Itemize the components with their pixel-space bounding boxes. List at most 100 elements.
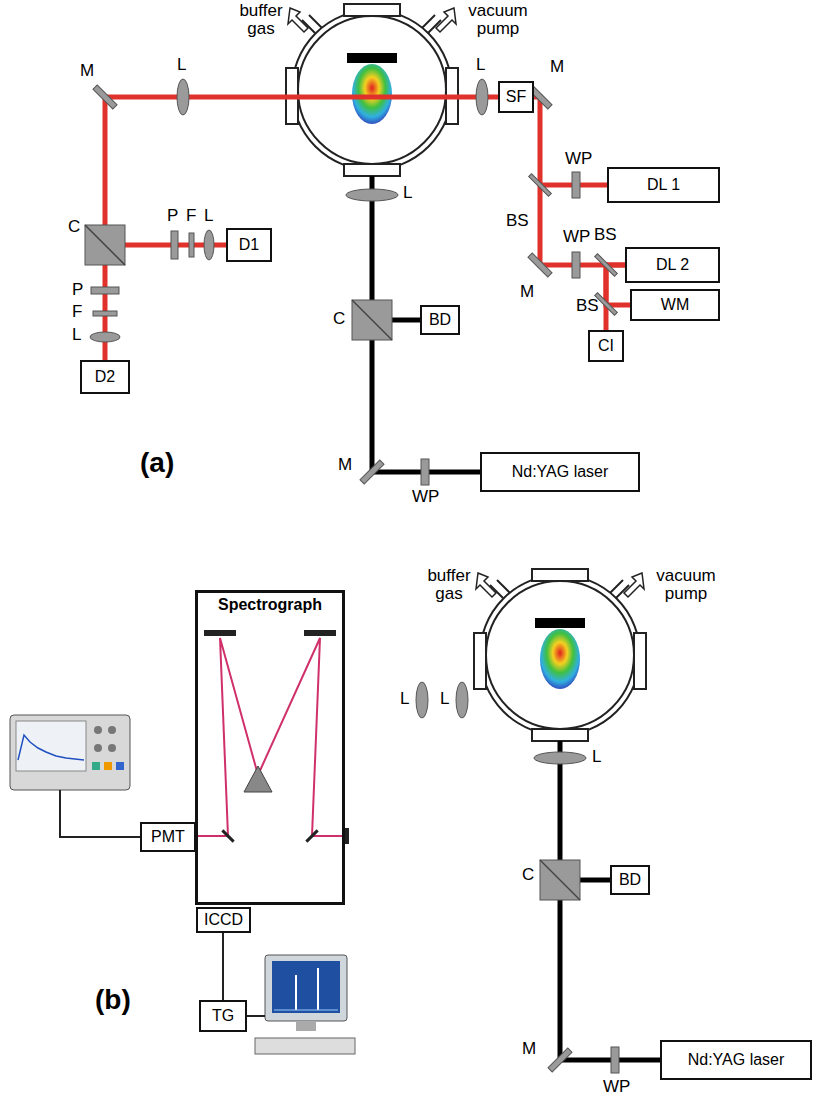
vacuum-chamber	[532, 729, 588, 741]
vacuum-chamber	[634, 633, 646, 689]
optics	[189, 233, 194, 257]
part-label: M	[80, 62, 94, 80]
part-label: C	[522, 866, 534, 884]
optics	[476, 79, 488, 115]
vacuum-chamber	[344, 4, 400, 16]
optics	[540, 860, 580, 900]
spectrograph-box: Spectrograph	[195, 590, 345, 905]
part-label: L	[177, 56, 186, 74]
instrument-box: CI	[588, 330, 624, 362]
part-label: L	[403, 184, 412, 202]
vacuum-chamber	[532, 569, 588, 581]
optics	[85, 79, 617, 485]
instrument-box: BD	[610, 865, 650, 895]
computer	[255, 1038, 355, 1054]
gas-arrows	[288, 8, 308, 32]
instrument-box: PMT	[140, 822, 196, 852]
cube-diagonal	[85, 225, 392, 340]
part-label: M	[338, 456, 352, 474]
part-label: L	[440, 690, 449, 708]
vacuum-chamber	[298, 16, 446, 164]
part-label: vacuum pump	[646, 567, 726, 603]
box-label: DL 2	[656, 256, 689, 274]
optics	[91, 287, 119, 294]
probe-beam	[105, 97, 608, 360]
optics	[611, 1047, 619, 1073]
vacuum-chamber	[292, 10, 452, 170]
box-label: Nd:YAG laser	[512, 463, 609, 481]
part-label: L	[592, 748, 601, 766]
probe-beam	[105, 97, 498, 245]
instrument-box: TG	[199, 1000, 247, 1032]
part-label: C	[333, 310, 345, 328]
instrument-box: DL 1	[607, 167, 720, 203]
spectrograph-optics	[192, 630, 349, 844]
vacuum-chamber	[486, 581, 634, 729]
spectrograph-optics	[244, 766, 272, 792]
cube-diagonal	[352, 300, 392, 340]
gas-arrows	[288, 8, 456, 32]
instrument-box: BD	[420, 305, 460, 335]
computer	[265, 955, 347, 1021]
cube-diagonal	[85, 225, 125, 265]
oscilloscope	[18, 735, 84, 760]
gas-arrows	[476, 573, 496, 597]
target	[535, 618, 585, 628]
cube-diagonal	[540, 860, 580, 900]
part-label: L	[204, 207, 213, 225]
box-label: BD	[619, 871, 641, 889]
optics	[529, 174, 552, 197]
computer	[295, 975, 297, 1010]
optics	[572, 252, 580, 278]
part-label: P	[72, 281, 83, 299]
optics	[534, 752, 586, 764]
part-label: BS	[594, 226, 617, 244]
vacuum-chamber	[610, 580, 623, 593]
vacuum-chamber	[497, 580, 510, 593]
optics	[456, 682, 468, 718]
vacuum-chamber	[309, 15, 322, 28]
spectrograph-optics	[221, 829, 234, 842]
computer	[272, 961, 340, 1013]
part-label: WP	[563, 228, 590, 246]
oscilloscope	[10, 715, 130, 790]
gas-arrows	[624, 573, 644, 597]
oscilloscope	[108, 726, 116, 734]
vacuum-chamber	[344, 164, 400, 176]
vacuum-chamber	[474, 633, 486, 689]
beam-connector	[372, 320, 480, 472]
part-label: L	[72, 326, 81, 344]
spectrograph-optics	[204, 630, 236, 636]
vacuum-chamber	[480, 575, 640, 735]
beam-connector	[560, 880, 660, 1060]
instrument-box: Nd:YAG laser	[660, 1040, 812, 1080]
part-label: buffer gas	[232, 2, 290, 38]
instrument-box: DL 2	[625, 247, 720, 283]
oscilloscope	[16, 721, 86, 771]
oscilloscope	[94, 744, 102, 752]
gas-arrows	[436, 8, 456, 32]
optics	[595, 254, 618, 277]
optics	[85, 225, 125, 265]
gas-arrows	[476, 573, 644, 597]
part-label: WP	[603, 1078, 630, 1096]
instrument-box: D2	[80, 360, 130, 394]
part-label: buffer gas	[420, 567, 478, 603]
box-label: D2	[95, 368, 115, 386]
box-label: Nd:YAG laser	[688, 1051, 785, 1069]
optics	[572, 172, 580, 198]
box-label: BD	[429, 311, 451, 329]
oscilloscope	[104, 762, 112, 770]
instrument-box: Nd:YAG laser	[480, 452, 640, 492]
panel-label: (a)	[140, 448, 174, 477]
part-label: BS	[576, 297, 599, 315]
optics	[416, 682, 619, 1073]
computer	[274, 1010, 338, 1011]
box-label: WM	[661, 296, 689, 314]
signal-cable	[60, 790, 140, 837]
optics	[171, 231, 178, 259]
oscilloscope	[10, 715, 130, 790]
part-label: M	[522, 1040, 536, 1058]
